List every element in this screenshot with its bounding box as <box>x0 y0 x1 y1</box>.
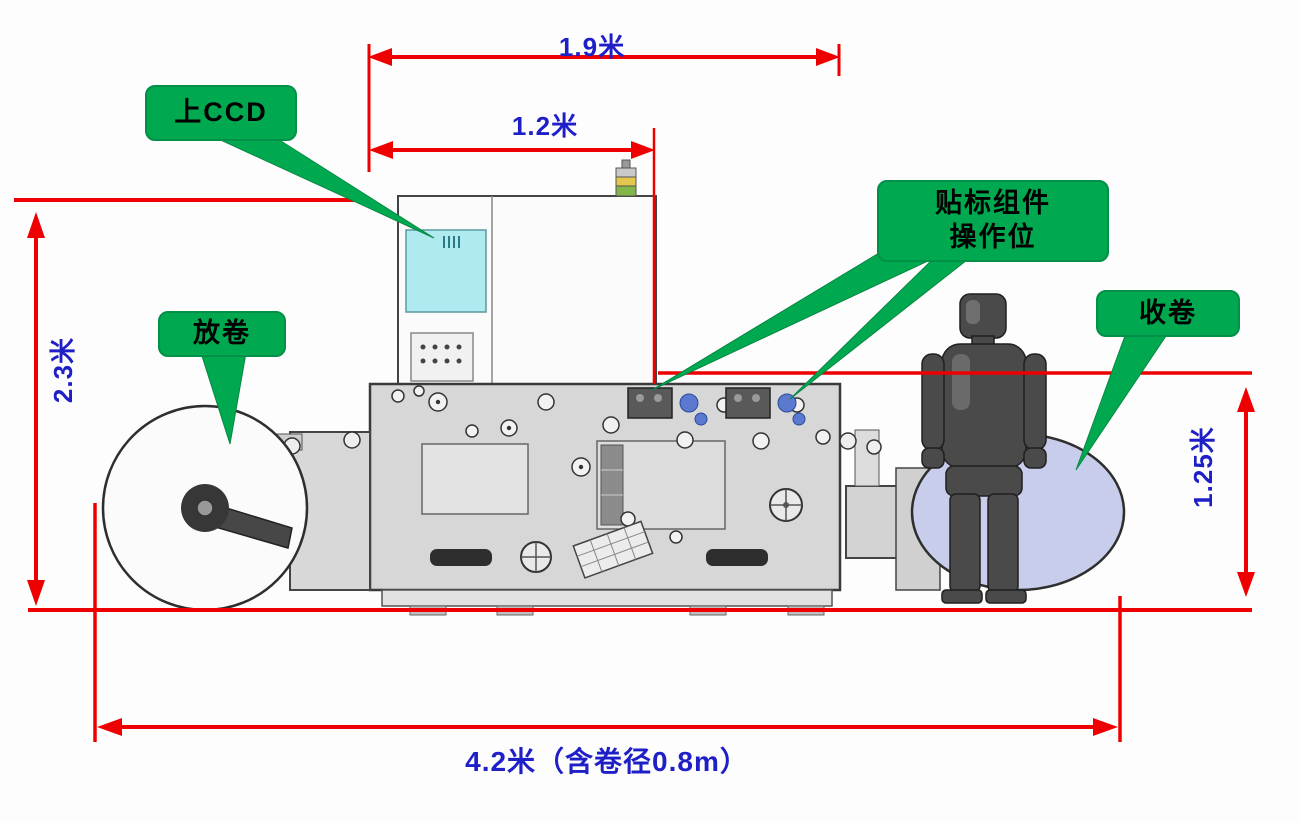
ccd-vents <box>443 236 460 248</box>
web-rollers <box>391 385 831 544</box>
callout-unwind-label: 放卷 <box>193 318 251 349</box>
callout-rewind: 收卷 <box>1096 290 1240 337</box>
machine-body <box>368 382 842 616</box>
ccd-screen <box>405 229 487 313</box>
dim-text-total-width: 4.2米（含卷径0.8m） <box>465 746 749 777</box>
callout-labeling-unit-line1: 贴标组件 <box>935 188 1051 219</box>
slot-left <box>430 549 492 566</box>
operator-figure <box>921 293 1047 604</box>
handwheel-left <box>520 541 552 573</box>
inner-panel-left <box>421 443 529 515</box>
callout-pointers <box>200 128 1169 471</box>
machine-tower <box>397 159 657 385</box>
signal-lamp <box>615 159 637 197</box>
handwheel-right <box>769 488 803 522</box>
dim-text-top-width: 1.9米 <box>558 32 626 62</box>
pointer-upper-ccd <box>212 128 435 239</box>
dimension-lines <box>14 44 1255 742</box>
dim-text-inner-width: 1.2米 <box>511 111 579 141</box>
callout-upper-ccd-label: 上CCD <box>174 97 268 128</box>
dim-text-left-height: 2.3米 <box>48 336 78 404</box>
pointer-rewind <box>1075 332 1169 471</box>
callout-labeling-unit: 贴标组件 操作位 <box>877 180 1109 262</box>
callout-labeling-unit-line2: 操作位 <box>949 222 1037 252</box>
keypad <box>572 520 654 579</box>
dim-text-right-height: 1.25米 <box>1188 426 1218 508</box>
control-panel <box>410 332 474 382</box>
applicator-heads <box>627 387 806 426</box>
roller-centers <box>435 399 584 470</box>
callout-unwind: 放卷 <box>158 311 286 357</box>
control-panel-buttons <box>420 344 462 364</box>
callout-rewind-label: 收卷 <box>1139 297 1197 328</box>
machine-drawing <box>101 159 1126 616</box>
callout-upper-ccd: 上CCD <box>145 85 297 141</box>
slot-right <box>706 549 768 566</box>
unwind-assembly <box>101 404 371 612</box>
